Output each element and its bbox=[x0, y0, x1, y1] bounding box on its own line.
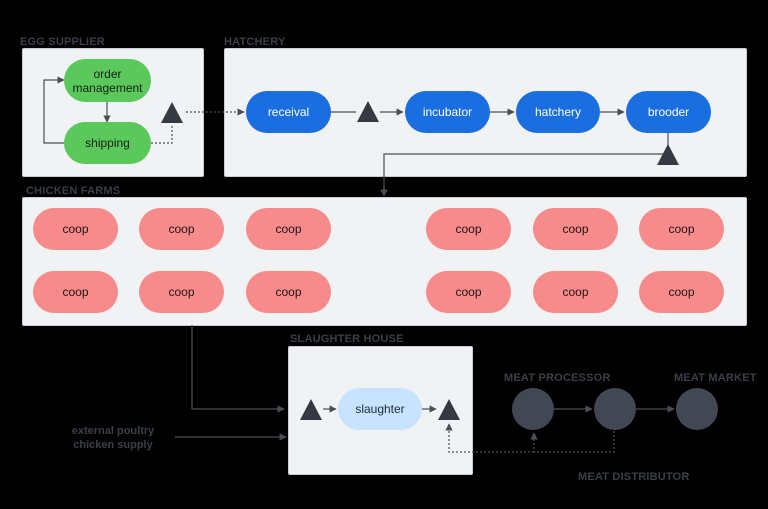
connector-hatchery-to-farms bbox=[380, 153, 668, 197]
node-coop[interactable]: coop bbox=[639, 208, 724, 250]
triangle-slaughter-out bbox=[438, 399, 460, 420]
connector-farms-to-slaughter bbox=[191, 325, 285, 413]
section-title-meat-distributor: MEAT DISTRIBUTOR bbox=[578, 471, 690, 483]
node-coop[interactable]: coop bbox=[533, 208, 618, 250]
node-meat-distributor[interactable] bbox=[594, 388, 636, 430]
node-receival[interactable]: receival bbox=[246, 91, 331, 133]
section-title-slaughter-house: SLAUGHTER HOUSE bbox=[290, 333, 404, 345]
node-coop[interactable]: coop bbox=[33, 271, 118, 313]
connector-distributor-loop bbox=[530, 431, 615, 453]
node-slaughter[interactable]: slaughter bbox=[338, 388, 422, 430]
node-hatchery[interactable]: hatchery bbox=[516, 91, 600, 133]
section-title-chicken-farms: CHICKEN FARMS bbox=[26, 185, 121, 197]
connector-shipping-loop bbox=[43, 76, 65, 144]
triangle-hatchery-receival bbox=[357, 101, 379, 122]
external-supply-label: external poultry chicken supply bbox=[58, 424, 168, 452]
node-coop[interactable]: coop bbox=[246, 208, 331, 250]
section-title-hatchery: HATCHERY bbox=[224, 36, 286, 48]
node-coop[interactable]: coop bbox=[139, 271, 224, 313]
node-coop[interactable]: coop bbox=[139, 208, 224, 250]
node-coop[interactable]: coop bbox=[426, 208, 511, 250]
section-title-meat-processor: MEAT PROCESSOR bbox=[504, 372, 611, 384]
section-title-egg-supplier: EGG SUPPLIER bbox=[20, 36, 105, 48]
node-order-management[interactable]: order management bbox=[64, 59, 151, 102]
external-supply-line2: chicken supply bbox=[73, 439, 153, 451]
connector-shipping-to-triangle bbox=[151, 126, 173, 144]
triangle-slaughter-in bbox=[300, 399, 322, 420]
node-coop[interactable]: coop bbox=[426, 271, 511, 313]
triangle-egg-supplier bbox=[161, 102, 183, 123]
connector-distributor-to-slaughter bbox=[445, 423, 534, 453]
node-coop[interactable]: coop bbox=[246, 271, 331, 313]
triangle-brooder bbox=[657, 144, 679, 165]
external-supply-line1: external poultry bbox=[71, 425, 155, 437]
node-shipping[interactable]: shipping bbox=[64, 122, 151, 164]
node-brooder[interactable]: brooder bbox=[626, 91, 711, 133]
node-coop[interactable]: coop bbox=[533, 271, 618, 313]
section-title-meat-market: MEAT MARKET bbox=[674, 372, 757, 384]
node-coop[interactable]: coop bbox=[33, 208, 118, 250]
node-incubator[interactable]: incubator bbox=[405, 91, 490, 133]
node-meat-market[interactable] bbox=[676, 388, 718, 430]
node-meat-processor[interactable] bbox=[512, 388, 554, 430]
node-coop[interactable]: coop bbox=[639, 271, 724, 313]
